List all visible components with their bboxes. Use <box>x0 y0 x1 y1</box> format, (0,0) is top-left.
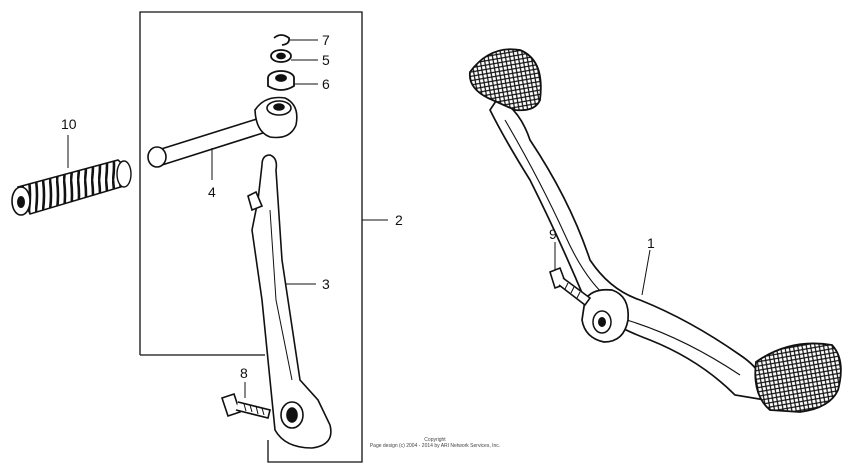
callout-1: 1 <box>647 235 655 251</box>
callout-3: 3 <box>322 276 330 292</box>
copyright-notice: Copyright Page design (c) 2004 - 2014 by… <box>335 437 535 449</box>
copyright-line-2: Page design (c) 2004 - 2014 by ARI Netwo… <box>369 443 501 449</box>
shift-pedal <box>247 154 332 449</box>
shift-arm <box>147 96 298 168</box>
bolt-9 <box>549 266 592 307</box>
copyright-line-1: Copyright <box>424 437 446 443</box>
callout-6: 6 <box>322 76 330 92</box>
callout-2: 2 <box>395 212 403 228</box>
footpeg-rubber <box>11 159 132 216</box>
leader-1 <box>641 249 651 296</box>
callout-9: 9 <box>549 226 557 242</box>
brake-pedal <box>468 48 842 413</box>
washer-5 <box>270 49 292 63</box>
leader-lines <box>67 39 651 398</box>
callout-10: 10 <box>61 116 77 132</box>
clip-7 <box>273 34 291 46</box>
assembly-bracket <box>139 11 363 463</box>
callout-5: 5 <box>322 52 330 68</box>
callout-8: 8 <box>240 365 248 381</box>
callout-7: 7 <box>322 32 330 48</box>
bolt-8 <box>220 392 271 419</box>
callout-4: 4 <box>208 184 216 200</box>
washer-6 <box>267 70 295 91</box>
